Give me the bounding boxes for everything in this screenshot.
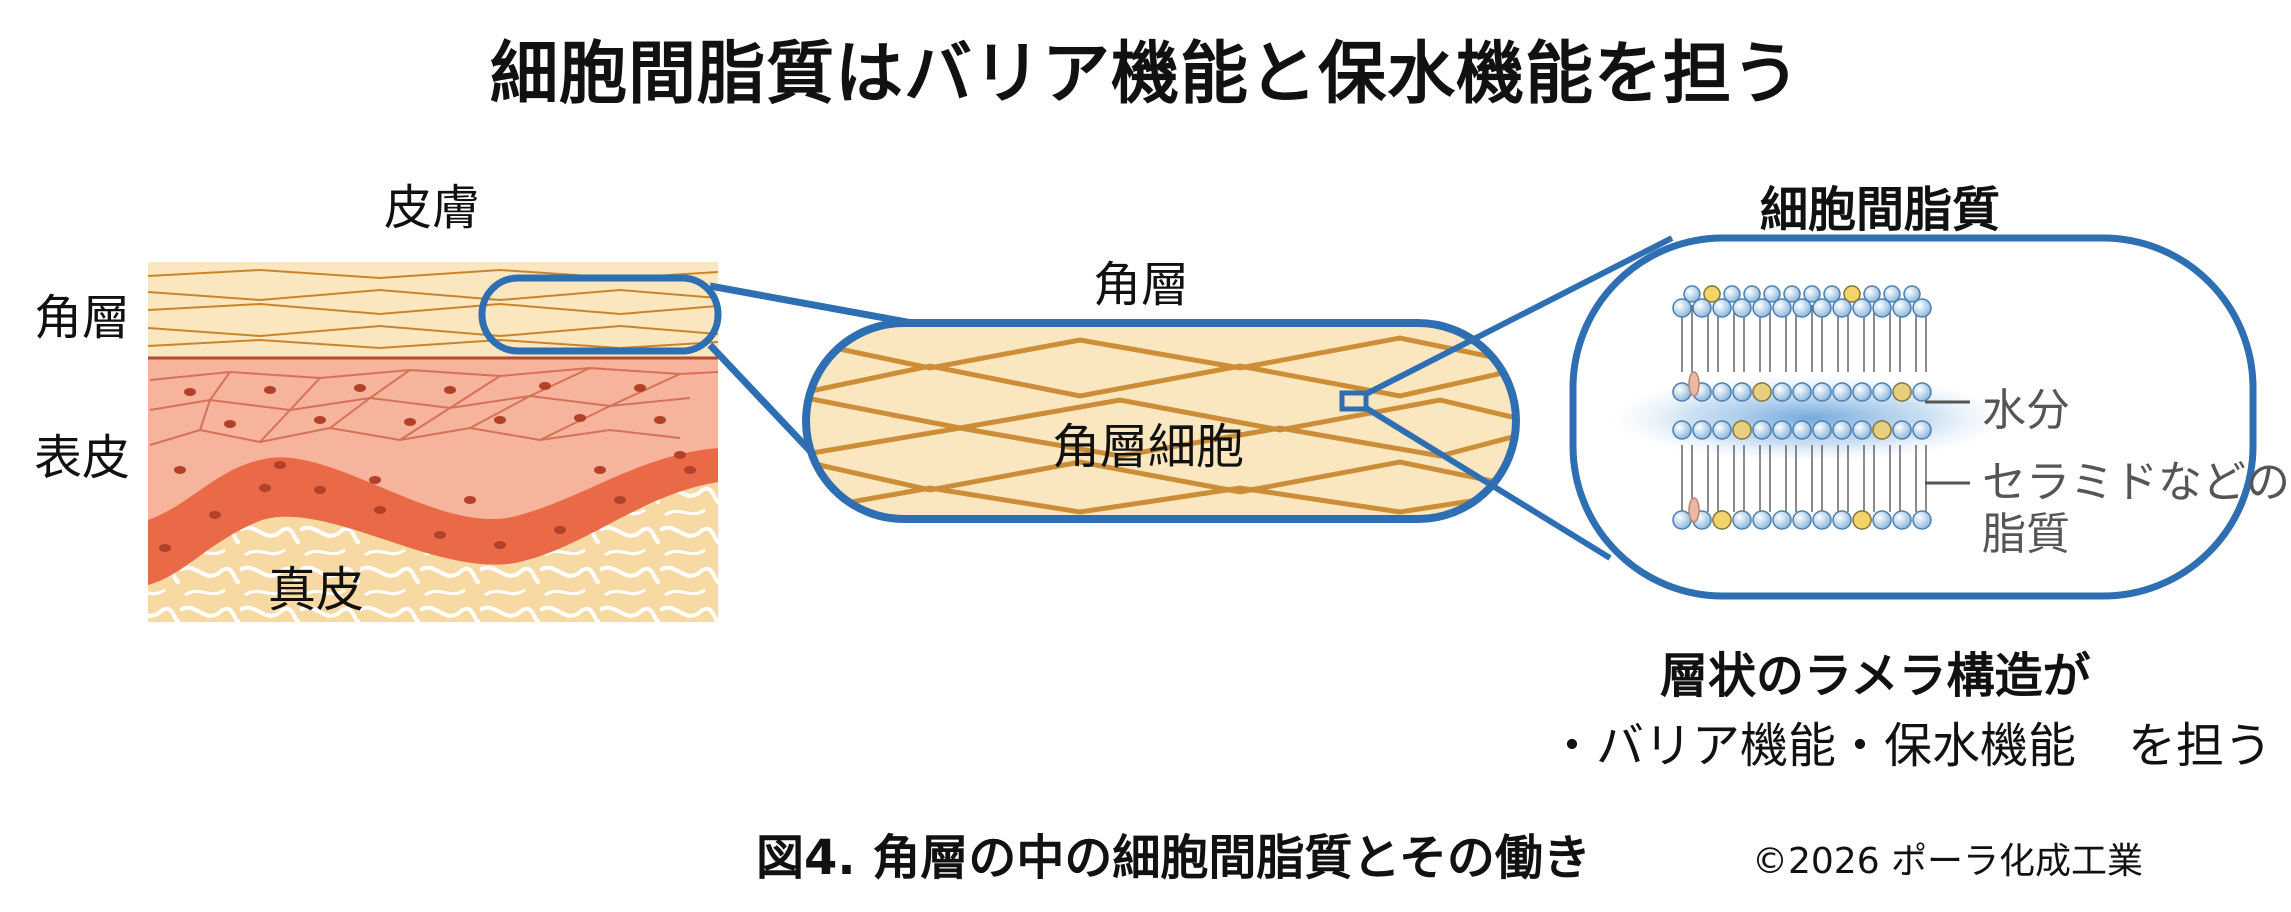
- corneum-heading: 角層: [1093, 257, 1190, 313]
- summary-tail: を担う: [2128, 718, 2273, 774]
- copyright: ©2026 ポーラ化成工業: [1752, 841, 2144, 882]
- skin-heading: 皮膚: [384, 180, 481, 236]
- summary-heading: 層状のラメラ構造が: [1660, 648, 2091, 704]
- skin-cross-section: [148, 262, 718, 622]
- lipid-label-line1: セラミドなどの: [1982, 457, 2290, 508]
- stratum-corneum-label: 角層: [34, 290, 131, 346]
- summary-item-barrier: ・バリア機能: [1548, 718, 1837, 774]
- summary-item-moisture: ・保水機能: [1836, 718, 2077, 774]
- figure-caption: 図4. 角層の中の細胞間脂質とその働き: [756, 830, 1591, 886]
- dermis-label: 真皮: [268, 562, 365, 618]
- lipid-bilayer: [1681, 305, 1927, 512]
- corneocyte-label: 角層細胞: [1052, 419, 1245, 475]
- page-title: 細胞間脂質はバリア機能と保水機能を担う: [489, 35, 1801, 114]
- water-label: 水分: [1982, 385, 2070, 436]
- corneum-pill-fill: [806, 323, 1516, 519]
- lipid-heading: 細胞間脂質: [1760, 182, 2001, 238]
- epidermis-label: 表皮: [34, 430, 131, 486]
- lipid-label-line2: 脂質: [1982, 509, 2070, 560]
- lipid-heads: [1672, 285, 1932, 530]
